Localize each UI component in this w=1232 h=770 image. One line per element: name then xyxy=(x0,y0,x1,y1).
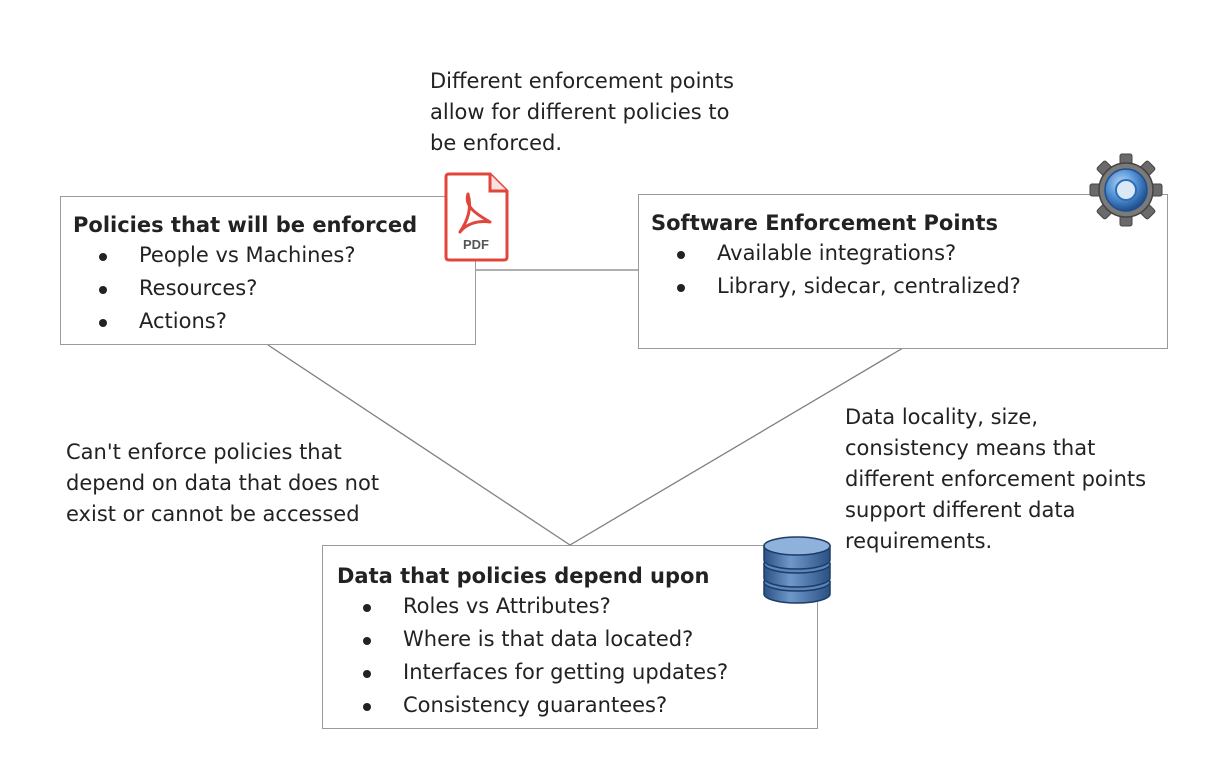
list-item: Interfaces for getting updates? xyxy=(337,656,817,689)
policies-list: People vs Machines? Resources? Actions? xyxy=(73,239,475,338)
note-top: Different enforcement points allow for d… xyxy=(430,69,734,155)
pdf-label: PDF xyxy=(463,237,489,252)
list-item: Available integrations? xyxy=(651,237,1167,270)
gear-icon xyxy=(1089,153,1163,227)
connector-policies-data xyxy=(267,344,571,546)
data-box-title: Data that policies depend upon xyxy=(337,564,710,588)
list-item: Where is that data located? xyxy=(337,623,817,656)
list-item: Resources? xyxy=(73,272,475,305)
connector-enforcement-data xyxy=(569,347,904,546)
policies-box-title: Policies that will be enforced xyxy=(73,213,418,237)
list-item: Library, sidecar, centralized? xyxy=(651,270,1167,303)
data-list: Roles vs Attributes? Where is that data … xyxy=(337,590,817,722)
enforcement-list: Available integrations? Library, sidecar… xyxy=(651,237,1167,303)
policies-box: Policies that will be enforced People vs… xyxy=(60,196,476,345)
enforcement-box-title: Software Enforcement Points xyxy=(651,211,999,235)
list-item: Actions? xyxy=(73,305,475,338)
pdf-document-icon: PDF xyxy=(444,172,509,262)
list-item: People vs Machines? xyxy=(73,239,475,272)
data-box: Data that policies depend upon Roles vs … xyxy=(322,545,818,729)
database-icon xyxy=(763,536,831,604)
enforcement-box: Software Enforcement Points Available in… xyxy=(638,194,1168,349)
list-item: Consistency guarantees? xyxy=(337,689,817,722)
list-item: Roles vs Attributes? xyxy=(337,590,817,623)
note-left: Can't enforce policies that depend on da… xyxy=(66,440,380,526)
note-right: Data locality, size, consistency means t… xyxy=(845,405,1147,553)
